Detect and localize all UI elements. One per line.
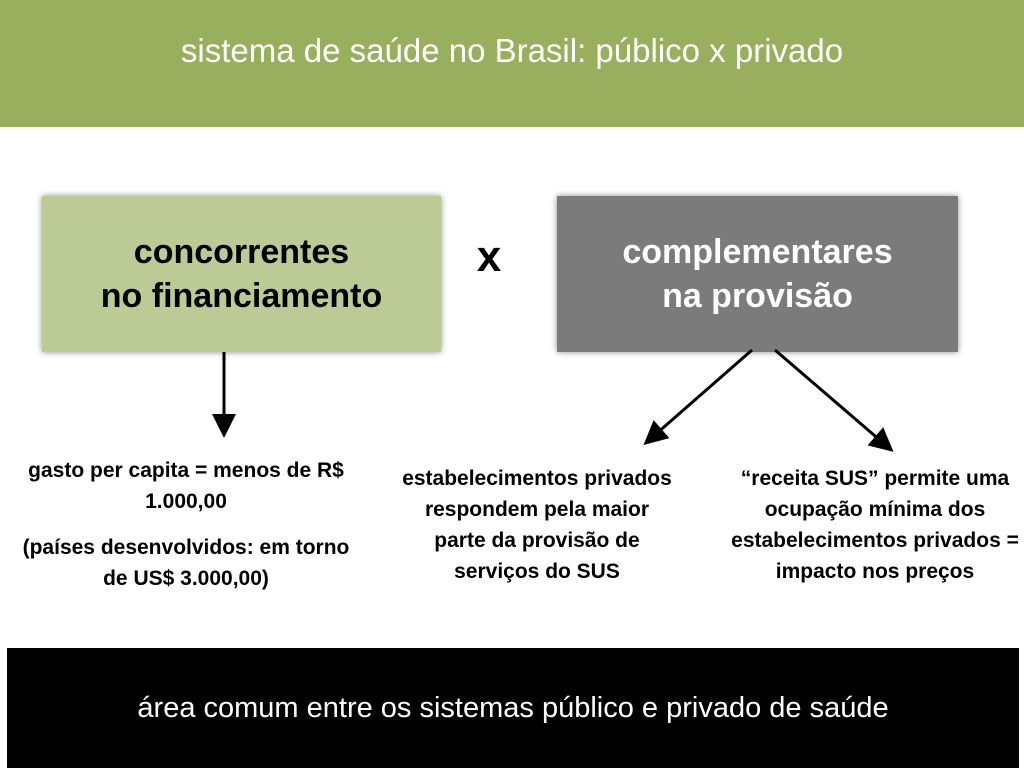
versus-label: x (476, 232, 502, 281)
financing-note: gasto per capita = menos de R$ 1.000,00 … (8, 455, 364, 594)
sus-revenue-note: “receita SUS” permite uma ocupação mínim… (731, 467, 1019, 583)
developed-countries-note: (países desenvolvidos: em torno de US$ 3… (22, 536, 350, 590)
complementares-box: complementares na provisão (557, 196, 958, 352)
title-bar: sistema de saúde no Brasil: público x pr… (0, 0, 1024, 127)
footer-text: área comum entre os sistemas público e p… (137, 691, 889, 724)
slide-title: sistema de saúde no Brasil: público x pr… (180, 32, 844, 69)
concorrentes-line-1: concorrentes (133, 233, 350, 271)
complementares-line-1: complementares (622, 233, 893, 271)
concorrentes-line-2: no financiamento (100, 277, 383, 315)
arrow-diagonal-right (774, 348, 894, 452)
per-capita-spending: gasto per capita = menos de R$ 1.000,00 (28, 459, 344, 513)
complementares-line-2: na provisão (662, 277, 853, 315)
provision-note: estabelecimentos privados respondem pela… (402, 467, 672, 583)
concorrentes-box: concorrentes no financiamento (42, 196, 441, 352)
footer-banner: área comum entre os sistemas público e p… (7, 648, 1019, 768)
arrow-diagonal-left (643, 348, 753, 445)
